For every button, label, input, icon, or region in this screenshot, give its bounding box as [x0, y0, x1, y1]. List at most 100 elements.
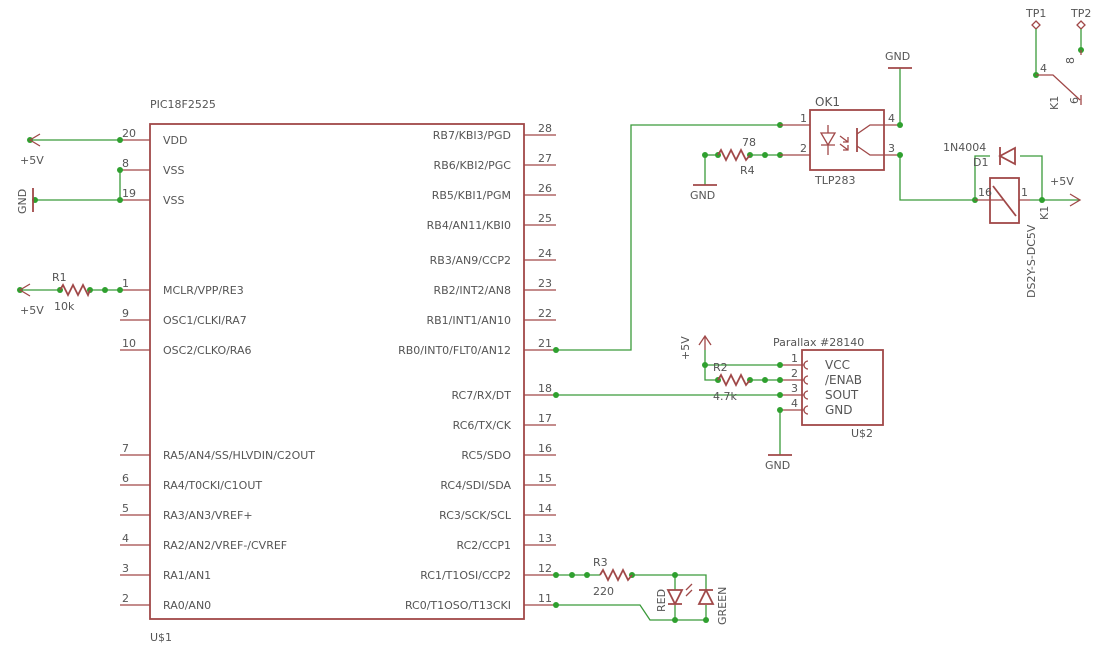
mcu-body	[149, 123, 525, 620]
mcu-pin-number: 14	[538, 502, 552, 515]
mcu-pin-label: RB3/AN9/CCP2	[430, 254, 511, 267]
mcu-pin-number: 9	[122, 307, 129, 320]
vcc-label-r2: +5V	[679, 336, 692, 360]
u2-pin3-label: SOUT	[825, 388, 859, 402]
mcu-pin-label: RA2/AN2/VREF-/CVREF	[163, 539, 287, 552]
mcu-pin-number: 20	[122, 127, 136, 140]
vcc-arrow-r2	[698, 334, 712, 350]
u2-title: Parallax #28140	[773, 336, 864, 349]
mcu-pin-label: VSS	[163, 194, 185, 207]
tp2-label: TP2	[1070, 7, 1091, 20]
u2-pin4-label: GND	[825, 403, 853, 417]
led-red-symbol	[666, 589, 684, 607]
k1-part: DS2Y-S-DC5V	[1025, 224, 1038, 298]
mcu-pin-label: RC2/CCP1	[457, 539, 511, 552]
mcu-pin-label: RC0/T1OSO/T13CKI	[405, 599, 511, 612]
mcu-pin-label: RA0/AN0	[163, 599, 211, 612]
r3-value: 220	[593, 585, 614, 598]
ok1-body	[809, 109, 885, 171]
resistor-r4: 78 R4 GND	[690, 136, 783, 202]
vcc-arrow-symbol	[28, 133, 41, 147]
mcu-pin-label: RC6/TX/CK	[453, 419, 512, 432]
k1-coil-body	[989, 177, 1020, 224]
u2-pin2-label: /ENAB	[825, 373, 862, 387]
d1-name: D1	[973, 156, 988, 169]
r2-name: R2	[713, 361, 728, 374]
mcu-pin-number: 25	[538, 212, 552, 225]
mcu-pin-number: 10	[122, 337, 136, 350]
mcu-pin-number: 3	[122, 562, 129, 575]
r2-value: 4.7k	[713, 390, 737, 403]
ok1-led-symbol	[819, 132, 837, 147]
r4-value: 78	[742, 136, 756, 149]
mcu-pin-label: RA1/AN1	[163, 569, 211, 582]
led-green-label: GREEN	[716, 587, 729, 625]
ok1-pin3: 3	[888, 142, 895, 155]
vcc-label-relay: +5V	[1050, 175, 1074, 188]
mcu-pin-number: 6	[122, 472, 129, 485]
mcu-pin-number: 17	[538, 412, 552, 425]
mcu-pin-label: RB1/INT1/AN10	[426, 314, 511, 327]
optocoupler-ok1: OK1 1 2 3 4 TLP283	[780, 95, 900, 187]
mcu-pin-number: 23	[538, 277, 552, 290]
mcu-pin-number: 8	[122, 157, 129, 170]
r1-name: R1	[52, 271, 67, 284]
k1-contact-pin6: 6	[1068, 97, 1081, 104]
u2-body	[801, 349, 884, 426]
r3-zigzag	[599, 567, 633, 583]
led-green-symbol	[697, 587, 715, 605]
mcu-pin-label: OSC2/CLKO/RA6	[163, 344, 252, 357]
vcc-arrow-r1	[18, 283, 31, 297]
mcu-pin-number: 1	[122, 277, 129, 290]
mcu-pin-number: 28	[538, 122, 552, 135]
mcu-pin-label: RA4/T0CKI/C1OUT	[163, 479, 262, 492]
mcu-pin-number: 5	[122, 502, 129, 515]
u2-pin3-num: 3	[791, 382, 798, 395]
mcu-pin-number: 27	[538, 152, 552, 165]
vdd-supply-net: +5V	[20, 133, 123, 167]
resistor-r1: R1 10k +5V	[17, 271, 123, 317]
k1-name-coil: K1	[1038, 206, 1051, 220]
gnd-label-u2: GND	[765, 459, 790, 472]
mcu-pin-label: RC1/T1OSI/CCP2	[420, 569, 511, 582]
mcu-pin-number: 15	[538, 472, 552, 485]
d1-part: 1N4004	[943, 141, 986, 154]
ok1-ground-net: GND	[885, 50, 912, 128]
led-red-label: RED	[655, 589, 668, 612]
mcu-ref-label: U$1	[150, 631, 172, 644]
ok1-pin2: 2	[800, 142, 807, 155]
u2-pin1-label: VCC	[825, 358, 850, 372]
mcu-pin-number: 22	[538, 307, 552, 320]
mcu-pin-number: 21	[538, 337, 552, 350]
tp2-symbol	[1076, 20, 1086, 30]
mcu-pin-label: RC5/SDO	[461, 449, 511, 462]
k1-coil-pin1: 1	[1021, 186, 1028, 199]
r3-name: R3	[593, 556, 608, 569]
mcu-pin-label: RB6/KBI2/PGC	[434, 159, 512, 172]
vss-ground-net: GND	[16, 167, 123, 214]
mcu-pin-label: RC7/RX/DT	[451, 389, 511, 402]
r4-name: R4	[740, 164, 755, 177]
mcu-pin-label: RB4/AN11/KBI0	[427, 219, 511, 232]
k1-contact-pin4: 4	[1040, 62, 1047, 75]
mcu-pin-label: RA3/AN3/VREF+	[163, 509, 253, 522]
test-points-and-contacts: TP1 TP2 4 8 6 K1	[1025, 7, 1091, 110]
r2-zigzag	[717, 372, 751, 388]
ok1-light-arrows	[839, 135, 849, 151]
mcu-pin-number: 19	[122, 187, 136, 200]
mcu-pin-label: RB2/INT2/AN8	[433, 284, 511, 297]
relay-drive-net: +5V	[897, 152, 1082, 207]
r1-value: 10k	[54, 300, 75, 313]
